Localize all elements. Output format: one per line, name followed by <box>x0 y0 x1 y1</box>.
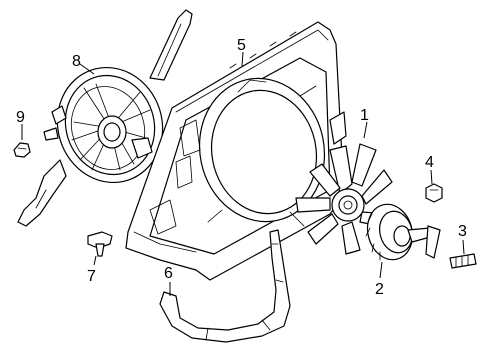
electric-fan-assembly <box>17 9 193 227</box>
callout-4: 4 <box>425 154 434 171</box>
lower-shroud-seal <box>159 229 291 343</box>
callout-5: 5 <box>237 37 246 54</box>
callout-8: 8 <box>72 53 81 70</box>
leader-lines <box>21 51 465 296</box>
fan-clutch <box>365 203 441 261</box>
callout-2: 2 <box>375 281 384 298</box>
fan-shroud <box>125 21 347 281</box>
callout-3: 3 <box>458 223 467 240</box>
retainer-clip <box>13 142 31 158</box>
callout-6: 6 <box>164 265 173 282</box>
stud <box>449 253 477 269</box>
nut <box>425 183 443 203</box>
push-retainer <box>87 231 113 257</box>
callout-9: 9 <box>16 109 25 126</box>
callout-7: 7 <box>87 268 96 285</box>
callout-1: 1 <box>360 107 369 124</box>
callout-labels: 1 2 3 4 5 6 7 8 9 <box>16 37 467 298</box>
